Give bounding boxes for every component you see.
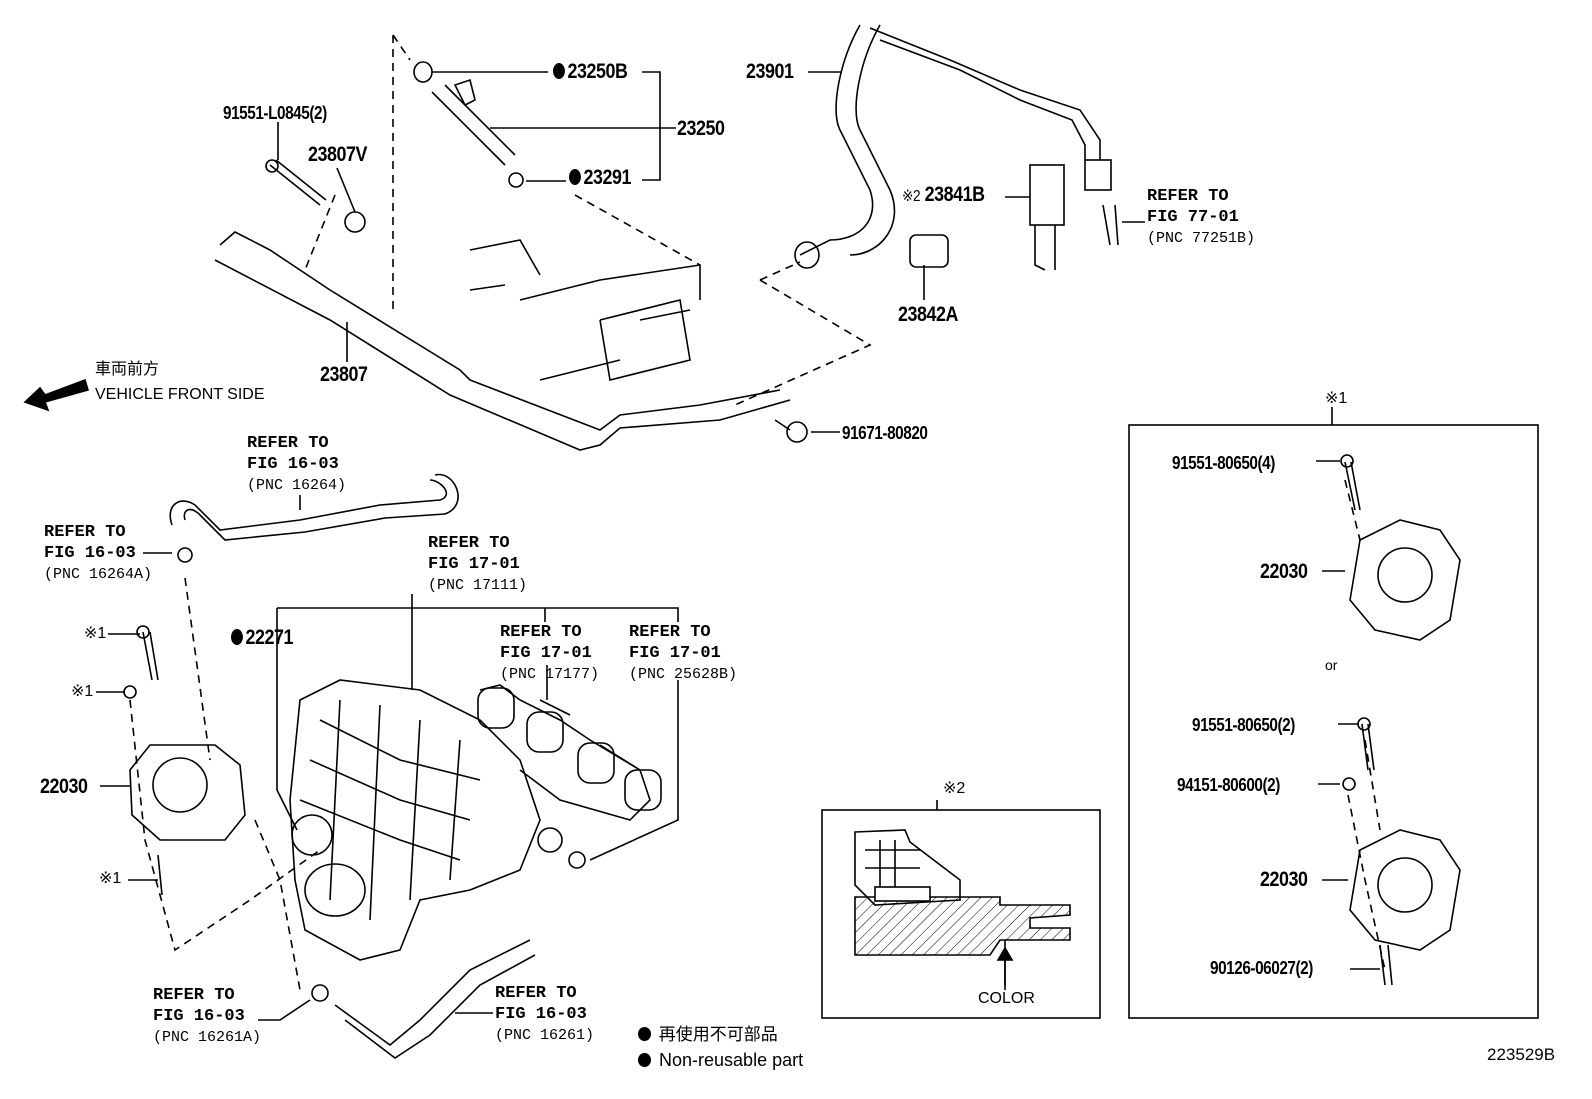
figure-id: 223529B	[1487, 1045, 1556, 1064]
or-separator: or	[1325, 657, 1338, 673]
inset-color-title: ※2	[943, 780, 966, 797]
front-direction-en: VEHICLE FRONT SIDE	[95, 386, 265, 403]
non-reusable-dot-icon	[638, 1027, 651, 1041]
part-23842A[interactable]: 23842A	[898, 303, 958, 326]
dashed-guides	[129, 34, 1386, 991]
engine-block-outline	[469, 239, 701, 381]
non-reusable-dot-icon	[638, 1053, 651, 1067]
legend-ja: 再使用不可部品	[638, 1026, 778, 1043]
intake-manifold	[289, 679, 662, 961]
part-23841B[interactable]: ※2 23841B	[902, 183, 985, 206]
injector	[413, 61, 524, 188]
inset-alt-title: ※1	[1325, 390, 1348, 407]
legend-en: Non-reusable part	[638, 1051, 803, 1069]
part-91671-80820[interactable]: 91671-80820	[842, 423, 928, 443]
part-23291[interactable]: 23291	[569, 167, 631, 188]
note-mark-1: ※1	[99, 870, 122, 887]
part-91551-80650-2[interactable]: 91551-80650(2)	[1192, 715, 1295, 735]
part-23250B[interactable]: 23250B	[553, 61, 628, 82]
color-label: COLOR	[978, 990, 1035, 1007]
bolt-91671	[774, 419, 808, 443]
non-reusable-dot-icon	[569, 169, 581, 185]
alternative-throttle-inset	[1128, 424, 1539, 1019]
front-direction-arrow-icon	[23, 378, 90, 412]
hose-16261	[311, 939, 536, 1059]
part-90126-06027-2[interactable]: 90126-06027(2)	[1210, 958, 1313, 978]
bolt-91551-L0845	[265, 159, 366, 233]
note-mark-1: ※1	[71, 683, 94, 700]
non-reusable-dot-icon	[231, 629, 243, 645]
front-direction-ja: 車両前方	[95, 361, 160, 378]
hose-16264	[169, 473, 459, 563]
connector-color-inset	[821, 809, 1101, 1019]
part-22030-alt1[interactable]: 22030	[1260, 560, 1308, 583]
part-23901[interactable]: 23901	[746, 60, 794, 83]
part-23250[interactable]: 23250	[677, 117, 725, 140]
part-94151-80600-2[interactable]: 94151-80600(2)	[1177, 775, 1280, 795]
note-mark-1: ※1	[84, 625, 107, 642]
fuel-rail	[214, 231, 791, 451]
leader-lines	[96, 71, 1380, 1021]
part-22030[interactable]: 22030	[40, 775, 88, 798]
part-91551-80650-4[interactable]: 91551-80650(4)	[1172, 453, 1275, 473]
part-22271[interactable]: 22271	[231, 627, 293, 648]
fuel-hose-23901	[794, 24, 1119, 271]
part-23807V[interactable]: 23807V	[308, 143, 367, 166]
part-23807[interactable]: 23807	[320, 363, 368, 386]
part-91551-L0845[interactable]: 91551-L0845(2)	[223, 103, 327, 123]
part-22030-alt2[interactable]: 22030	[1260, 868, 1308, 891]
non-reusable-dot-icon	[553, 63, 565, 79]
throttle-body-22030	[123, 625, 246, 896]
